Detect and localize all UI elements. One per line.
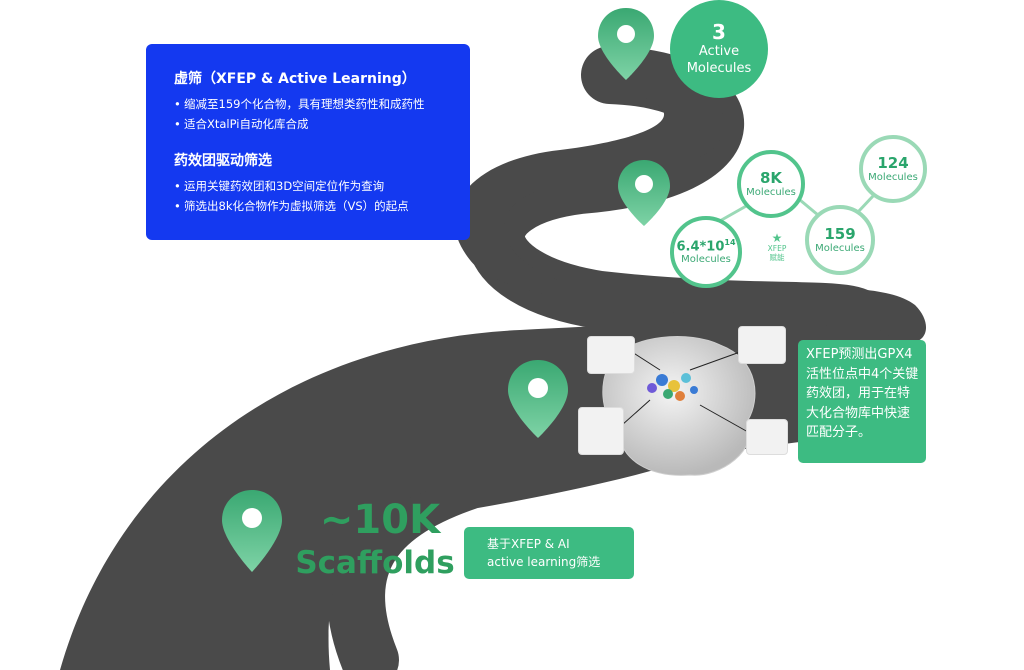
virtual-screening-panel: 虚筛（XFEP & Active Learning） 缩减至159个化合物，具有… — [146, 44, 470, 240]
pin-icon — [598, 8, 654, 80]
pin-icon — [618, 160, 670, 226]
milestone-label: Molecules — [686, 61, 752, 76]
panel-heading-pharmacophore: 药效团驱动筛选 — [174, 153, 272, 169]
star-icon: ★ — [771, 231, 783, 245]
milestone-label: Active — [698, 44, 740, 59]
milestone-159-molecules: 159 Molecules — [805, 205, 875, 275]
milestone-124-molecules: 124 Molecules — [859, 135, 927, 203]
panel-bullet: 适合XtalPi自动化库合成 — [174, 114, 450, 134]
panel-bullet: 筛选出8k化合物作为虚拟筛选（VS）的起点 — [174, 196, 450, 216]
panel-heading-virtual-screening: 虚筛（XFEP & Active Learning） — [174, 71, 416, 87]
xfep-badge-line1: XFEP — [767, 244, 787, 253]
panel-bullet: 缩减至159个化合物，具有理想类药性和成药性 — [174, 94, 450, 114]
screening-method-note: 基于XFEP & AI active learning筛选 — [464, 527, 634, 579]
scaffold-count: ~10K — [319, 497, 441, 543]
panel-bullets-2: 运用关键药效团和3D空间定位作为查询 筛选出8k化合物作为虚拟筛选（VS）的起点 — [174, 176, 450, 216]
panel-bullets-1: 缩减至159个化合物，具有理想类药性和成药性 适合XtalPi自动化库合成 — [174, 94, 450, 134]
pharmacophore-note: XFEP预测出GPX4活性位点中4个关键药效团，用于在特大化合物库中快速匹配分子… — [798, 340, 926, 463]
milestone-value: 8K — [759, 169, 783, 188]
xfep-badge-line2: 赋能 — [769, 253, 785, 262]
screening-note-line2: active learning筛选 — [487, 555, 601, 569]
milestone-value-base: 6.4*10 — [676, 239, 725, 255]
milestone-label: Molecules — [681, 254, 731, 266]
milestone-value: 159 — [824, 225, 856, 244]
milestone-value: 3 — [712, 20, 726, 44]
molecule-structure-thumbnail — [738, 326, 786, 364]
pin-icon — [508, 360, 568, 438]
milestone-active-molecules: 3 Active Molecules — [670, 0, 768, 98]
xfep-badge: ★ XFEP 赋能 — [757, 232, 797, 262]
pin-icon — [222, 490, 282, 572]
molecule-structure-thumbnail — [587, 336, 635, 374]
scaffold-label: Scaffolds — [295, 545, 455, 581]
milestone-value-exponent: 14 — [724, 237, 736, 247]
milestone-label: Molecules — [868, 171, 918, 183]
screening-note-line1: 基于XFEP & AI — [487, 537, 570, 551]
milestone-value: 124 — [877, 154, 909, 173]
milestone-8k-molecules: 8K Molecules — [737, 150, 805, 218]
road-upper — [454, 70, 927, 343]
milestone-connectors — [717, 193, 876, 224]
molecule-structure-thumbnail — [746, 419, 788, 455]
milestone-label: Molecules — [746, 186, 796, 198]
molecule-structure-thumbnail — [578, 407, 624, 455]
milestone-value: 6.4*1014 — [676, 237, 736, 255]
panel-bullet: 运用关键药效团和3D空间定位作为查询 — [174, 176, 450, 196]
milestone-label: Molecules — [815, 242, 865, 254]
milestone-library-molecules: 6.4*1014 Molecules — [670, 216, 742, 288]
